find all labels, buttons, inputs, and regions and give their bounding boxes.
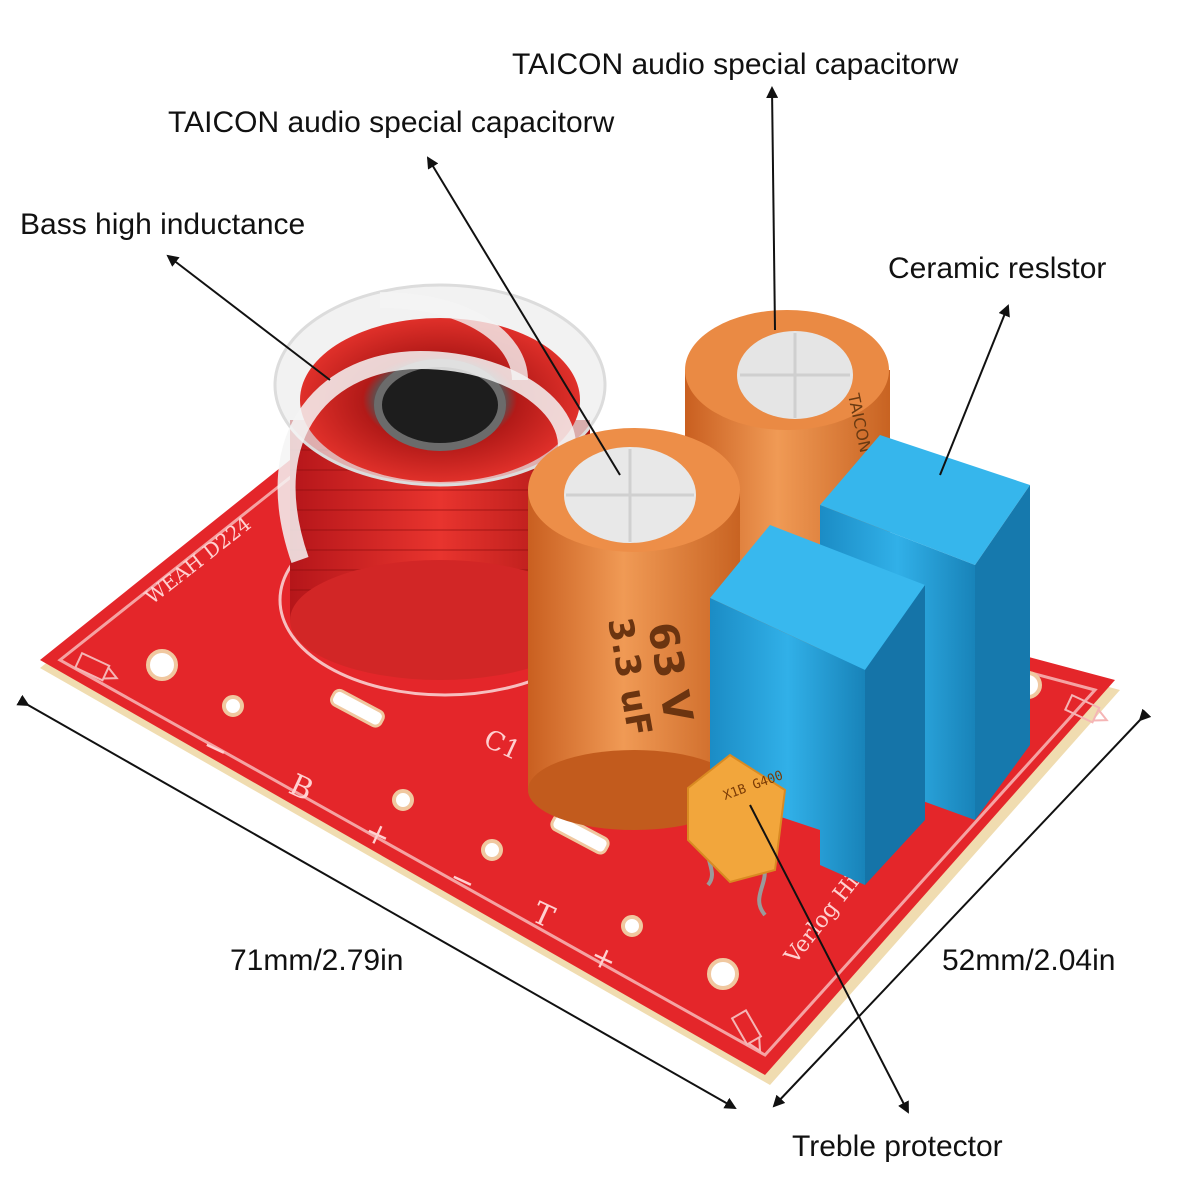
capacitor-front: 3.3 uF 63 V [528,428,740,830]
label-treble: Treble protector [792,1130,1003,1163]
solder-pad [481,839,503,861]
label-depth: 52mm/2.04in [942,944,1116,977]
arrow-capacitor-back [766,86,779,331]
dimension-width-line [16,694,737,1109]
label-inductor: Bass high inductance [20,208,306,241]
solder-pad [621,915,643,937]
arrow-inductor [166,254,331,381]
dimension-depth-line [772,708,1152,1108]
screw-icon [73,651,119,682]
mount-hole [146,649,178,681]
solder-pad [392,789,414,811]
label-width: 71mm/2.79in [230,944,404,977]
arrow-capacitor-front [426,156,621,476]
label-resistor: Ceramic reslstor [888,252,1107,285]
solder-pad [222,695,244,717]
label-capacitor-back: TAICON audio special capacitorw [512,48,959,81]
annotation-arrows [16,86,1152,1114]
label-capacitor-front: TAICON audio special capacitorw [168,106,615,139]
screw-icon [730,1009,763,1053]
arrow-resistor [939,304,1010,476]
mount-hole [707,958,739,990]
